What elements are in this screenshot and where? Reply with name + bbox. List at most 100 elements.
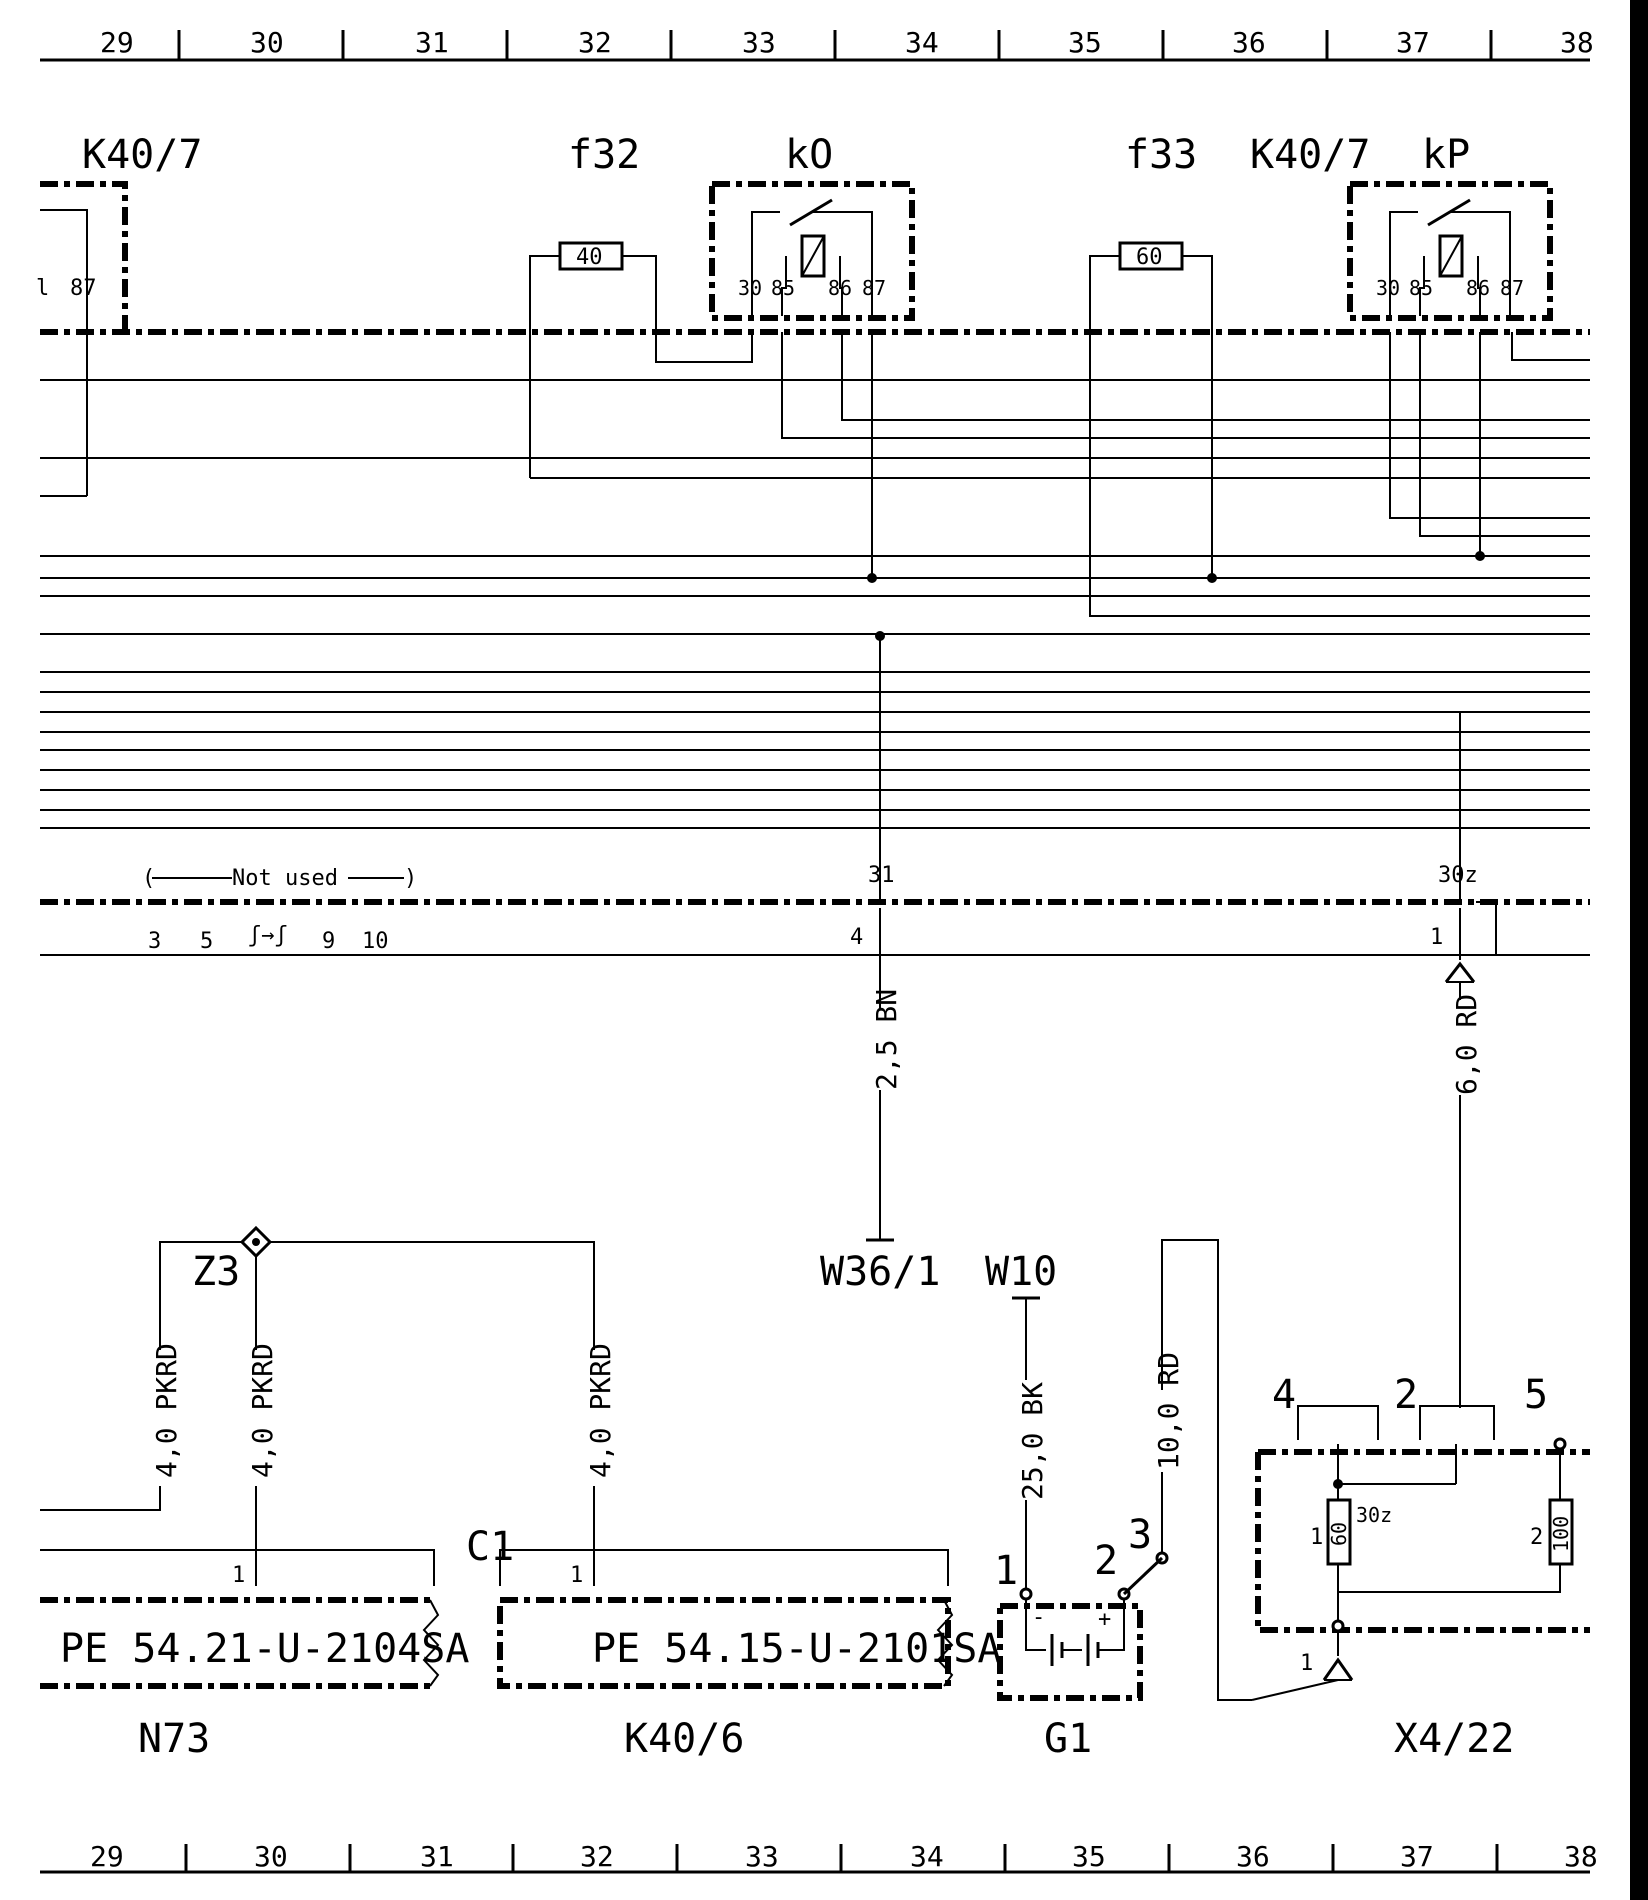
grid-col: 33 — [745, 1840, 779, 1873]
grid-col: 31 — [420, 1840, 454, 1873]
k40-6-ref: PE 54.15-U-2101SA — [592, 1626, 1001, 1672]
ko-pin-87: 87 — [862, 276, 886, 300]
relay-kp: 30 85 86 87 — [1347, 181, 1590, 556]
lower-connector-bus: ( Not used ) 3 5 ʃ→ʃ 9 10 31 4 30z 1 — [40, 863, 1590, 955]
fuse-f32: 40 — [529, 241, 753, 478]
wire-bn-label: 2,5 BN — [870, 989, 903, 1090]
x4-r60: 60 — [1327, 1522, 1351, 1546]
ko-pin-85: 85 — [771, 276, 795, 300]
x4-r-pin-1: 1 — [1310, 1525, 1323, 1550]
svg-text:): ) — [404, 866, 417, 891]
pin-4: 4 — [850, 925, 863, 950]
x4-22-label: X4/22 — [1394, 1716, 1514, 1762]
ko-pin-86: 86 — [828, 276, 852, 300]
k40-6-label: K40/6 — [624, 1716, 744, 1762]
ko-relay-label: kO — [785, 132, 833, 178]
grid-col: 38 — [1560, 26, 1594, 59]
wire-rd10-label: 10,0 RD — [1152, 1352, 1185, 1470]
grid-col: 30 — [250, 26, 284, 59]
x4-30z: 30z — [1356, 1503, 1392, 1527]
f32-rating: 40 — [576, 245, 603, 270]
grid-col: 30 — [254, 1840, 288, 1873]
grid-col: 32 — [578, 26, 612, 59]
g1-plus: + — [1098, 1607, 1111, 1632]
grid-col: 29 — [100, 26, 134, 59]
bottom-grid-ruler: 29 30 31 32 33 34 35 36 37 38 — [40, 1840, 1598, 1874]
f32-label: f32 — [568, 132, 640, 178]
g1-pin-2: 2 — [1094, 1538, 1118, 1584]
wire-pkrd-label: 4,0 PKRD — [150, 1343, 183, 1478]
wire-pkrd-label: 4,0 PKRD — [584, 1343, 617, 1478]
x4-pin-2: 2 — [1394, 1372, 1418, 1418]
n73-ref: PE 54.21-U-2104SA — [60, 1626, 469, 1672]
x4-pin-4: 4 — [1272, 1372, 1296, 1418]
grid-col: 32 — [580, 1840, 614, 1873]
not-used-label: Not used — [232, 866, 338, 891]
z3-junction: Z3 4,0 PKRD 4,0 PKRD 4,0 PKRD — [40, 1225, 617, 1586]
wire-6-rd: 6,0 RD — [1444, 908, 1483, 1408]
wire-w36-1: 2,5 BN W36/1 — [820, 908, 940, 1295]
x4-pin-5: 5 — [1524, 1372, 1548, 1418]
z3-label: Z3 — [192, 1249, 240, 1295]
pin-87: 87 — [70, 276, 97, 301]
kp-pin-86: 86 — [1466, 276, 1490, 300]
f33-rating: 60 — [1136, 245, 1163, 270]
g1-pin-1: 1 — [994, 1548, 1018, 1594]
grid-col: 36 — [1232, 26, 1266, 59]
x4-r-pin-2: 2 — [1530, 1525, 1543, 1550]
pin-1: 1 — [1430, 925, 1443, 950]
ko-pin-30: 30 — [738, 276, 762, 300]
n73-label: N73 — [138, 1716, 210, 1762]
g1-pin-3: 3 — [1128, 1512, 1152, 1558]
g1-label: G1 — [1044, 1716, 1092, 1762]
relay-ko: 30 85 86 87 — [709, 181, 1590, 578]
grid-col: 34 — [910, 1840, 944, 1873]
kp-pin-30: 30 — [1376, 276, 1400, 300]
grid-col: 34 — [905, 26, 939, 59]
f33-label: f33 — [1125, 132, 1197, 178]
grid-col: 35 — [1068, 26, 1102, 59]
kp-relay-label: kP — [1422, 132, 1470, 178]
margin-bar — [1630, 0, 1648, 1900]
grid-col: 33 — [742, 26, 776, 59]
wire-pkrd-label: 4,0 PKRD — [246, 1343, 279, 1478]
n73-pin: 1 — [232, 1563, 245, 1588]
n73-block: 1 PE 54.21-U-2104SA N73 — [40, 1549, 469, 1762]
fuse-f33: 60 — [1089, 241, 1590, 617]
kp-pin-87: 87 — [1500, 276, 1524, 300]
c1-label: C1 — [466, 1524, 514, 1570]
k40-6-block: C1 1 PE 54.15-U-2101SA K40/6 — [466, 1524, 1001, 1762]
not-used-pin: 3 — [148, 929, 161, 954]
kp-pin-85: 85 — [1409, 276, 1433, 300]
grid-col: 38 — [1564, 1840, 1598, 1873]
not-used-pin: 9 — [322, 929, 335, 954]
pin-30z: 30z — [1438, 863, 1478, 888]
svg-text:l: l — [36, 276, 49, 301]
x4-r100: 100 — [1549, 1516, 1573, 1552]
grid-col: 35 — [1072, 1840, 1106, 1873]
top-grid-ruler: 29 30 31 32 33 34 35 36 37 38 — [40, 26, 1594, 62]
k40-7-left-label: K40/7 — [82, 132, 202, 178]
not-used-pin: 10 — [362, 929, 389, 954]
w10-label: W10 — [985, 1249, 1057, 1295]
wire-bk-label: 25,0 BK — [1016, 1382, 1049, 1500]
grid-col: 37 — [1400, 1840, 1434, 1873]
g1-battery: W10 25,0 BK 10,0 RD - + 1 2 3 G1 — [985, 1239, 1252, 1762]
pin-31: 31 — [868, 863, 895, 888]
g1-minus: - — [1032, 1605, 1045, 1630]
k40-7-right-label: K40/7 — [1250, 132, 1370, 178]
k40-6-pin: 1 — [570, 1563, 583, 1588]
svg-text:ʃ→ʃ: ʃ→ʃ — [248, 923, 288, 948]
k40-7-left-block: l 87 — [36, 181, 128, 497]
w36-1-label: W36/1 — [820, 1249, 940, 1295]
x4-bottom-pin: 1 — [1300, 1651, 1313, 1676]
grid-col: 36 — [1236, 1840, 1270, 1873]
wire-rd6-label: 6,0 RD — [1450, 994, 1483, 1095]
harness-wires — [40, 379, 1590, 956]
x4-22-block: 4 2 5 60 30z 1 100 2 1 X4/22 — [1251, 1372, 1590, 1762]
grid-col: 29 — [90, 1840, 124, 1873]
grid-col: 37 — [1396, 26, 1430, 59]
not-used-pin: 5 — [200, 929, 213, 954]
grid-col: 31 — [415, 26, 449, 59]
